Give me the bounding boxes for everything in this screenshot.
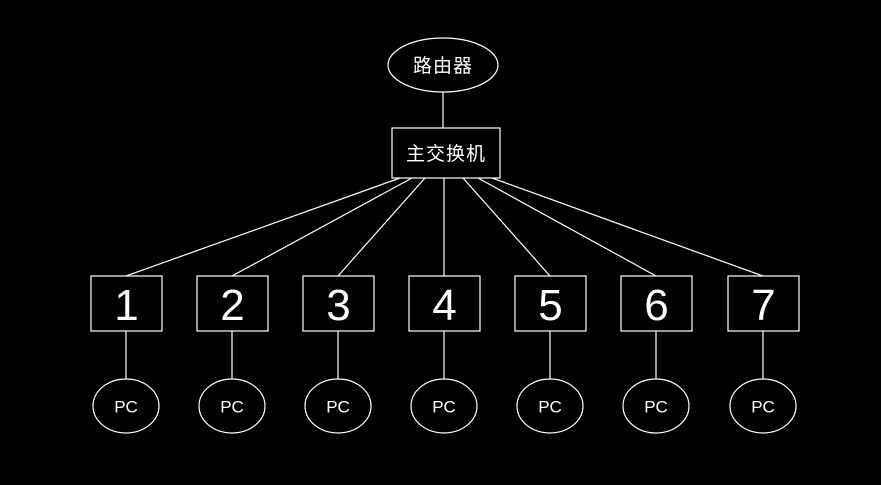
port-box-label-3: 3 [326, 281, 350, 330]
main-switch-node[interactable]: 主交换机 [391, 127, 501, 179]
port-box-rect-4[interactable] [408, 275, 481, 332]
links-switch-to-ports [125, 177, 764, 277]
port-box-label-4: 4 [432, 281, 456, 330]
pc-ellipse-7[interactable] [729, 378, 797, 434]
port-box-7[interactable]: 7 [727, 275, 800, 332]
port-box-rect-1[interactable] [90, 275, 163, 332]
pc-label-7: PC [751, 398, 775, 417]
port-box-3[interactable]: 3 [302, 275, 375, 332]
main-switch-label: 主交换机 [406, 143, 486, 165]
link-switch-to-port-7 [491, 177, 764, 277]
port-box-1[interactable]: 1 [90, 275, 163, 332]
link-switch-to-port-3 [337, 177, 426, 277]
pc-label-6: PC [644, 398, 668, 417]
router-label: 路由器 [413, 55, 473, 77]
pc-node-4[interactable]: PC [410, 378, 478, 434]
port-box-rect-7[interactable] [727, 275, 800, 332]
main-switch-box[interactable] [391, 127, 501, 179]
link-switch-to-port-1 [125, 177, 401, 277]
pc-node-3[interactable]: PC [304, 378, 372, 434]
pc-ellipse-5[interactable] [516, 378, 584, 434]
pc-node-5[interactable]: PC [516, 378, 584, 434]
pc-ellipse-6[interactable] [622, 378, 690, 434]
port-box-2[interactable]: 2 [196, 275, 269, 332]
port-box-label-1: 1 [114, 281, 138, 330]
port-box-rect-6[interactable] [620, 275, 693, 332]
pc-label-1: PC [114, 398, 138, 417]
port-box-label-2: 2 [220, 281, 244, 330]
pc-ellipse-4[interactable] [410, 378, 478, 434]
pc-node-layer: PC PC PC PC PC PC [92, 378, 797, 434]
pc-node-1[interactable]: PC [92, 378, 160, 434]
port-box-rect-2[interactable] [196, 275, 269, 332]
port-box-6[interactable]: 6 [620, 275, 693, 332]
port-box-5[interactable]: 5 [514, 275, 587, 332]
pc-ellipse-3[interactable] [304, 378, 372, 434]
router-ellipse[interactable] [387, 37, 499, 93]
port-box-4[interactable]: 4 [408, 275, 481, 332]
pc-node-7[interactable]: PC [729, 378, 797, 434]
link-layer [125, 92, 764, 379]
pc-ellipse-1[interactable] [92, 378, 160, 434]
port-box-layer: 1 2 3 4 5 6 7 [90, 275, 800, 332]
pc-ellipse-2[interactable] [198, 378, 266, 434]
port-box-label-7: 7 [751, 281, 775, 330]
link-switch-to-port-2 [231, 177, 413, 277]
pc-label-4: PC [432, 398, 456, 417]
port-box-label-5: 5 [538, 281, 562, 330]
pc-node-6[interactable]: PC [622, 378, 690, 434]
link-switch-to-port-5 [462, 177, 551, 277]
port-box-rect-3[interactable] [302, 275, 375, 332]
port-box-rect-5[interactable] [514, 275, 587, 332]
router-node[interactable]: 路由器 [387, 37, 499, 93]
pc-label-5: PC [538, 398, 562, 417]
pc-label-3: PC [326, 398, 350, 417]
pc-label-2: PC [220, 398, 244, 417]
port-box-label-6: 6 [644, 281, 668, 330]
links-port-to-pc [125, 331, 764, 379]
link-switch-to-port-6 [477, 177, 657, 277]
pc-node-2[interactable]: PC [198, 378, 266, 434]
